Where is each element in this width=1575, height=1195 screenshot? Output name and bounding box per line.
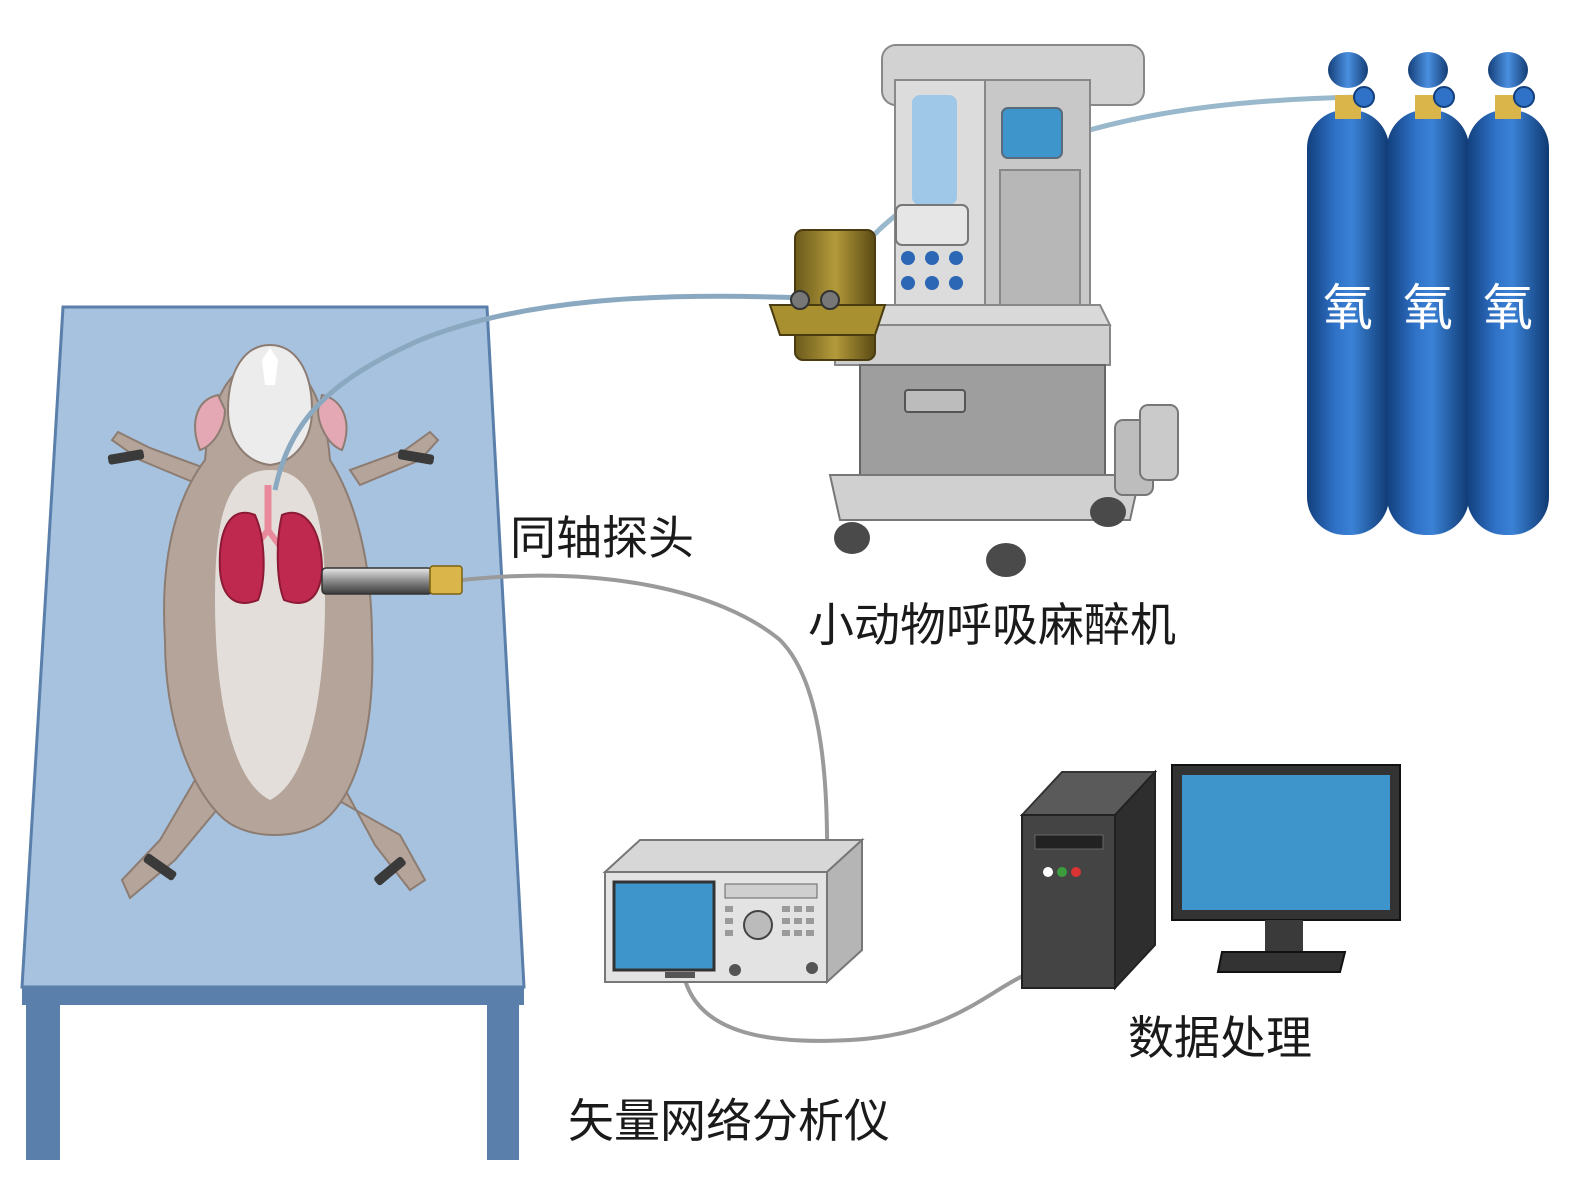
oxygen-tank-label: 氧 bbox=[1323, 279, 1373, 337]
oxygen-tank-icon bbox=[1467, 52, 1549, 535]
rat bbox=[107, 343, 440, 900]
oxygen-tank-icon bbox=[1387, 52, 1469, 535]
oxygen-tank-icon bbox=[1307, 52, 1389, 535]
lungs-icon bbox=[218, 485, 324, 604]
probe-cable bbox=[461, 573, 830, 931]
vector-network-analyzer-label: 矢量网络分析仪 bbox=[568, 1094, 890, 1148]
oxygen-tank-label: 氧 bbox=[1483, 279, 1533, 337]
anesthesia-machine-label: 小动物呼吸麻醉机 bbox=[808, 598, 1176, 652]
coaxial-probe-icon bbox=[321, 565, 463, 595]
anesthesia-tube bbox=[272, 293, 806, 491]
data-cable bbox=[683, 973, 1026, 1043]
oxygen-tank-label: 氧 bbox=[1403, 279, 1453, 337]
coaxial-probe-label: 同轴探头 bbox=[510, 511, 694, 565]
anesthesia-machine-icon bbox=[768, 44, 1179, 577]
monitor-icon bbox=[1171, 764, 1401, 973]
vector-network-analyzer-icon bbox=[602, 837, 865, 985]
computer-tower-icon bbox=[1019, 769, 1158, 991]
data-processing-label: 数据处理 bbox=[1128, 1011, 1312, 1065]
